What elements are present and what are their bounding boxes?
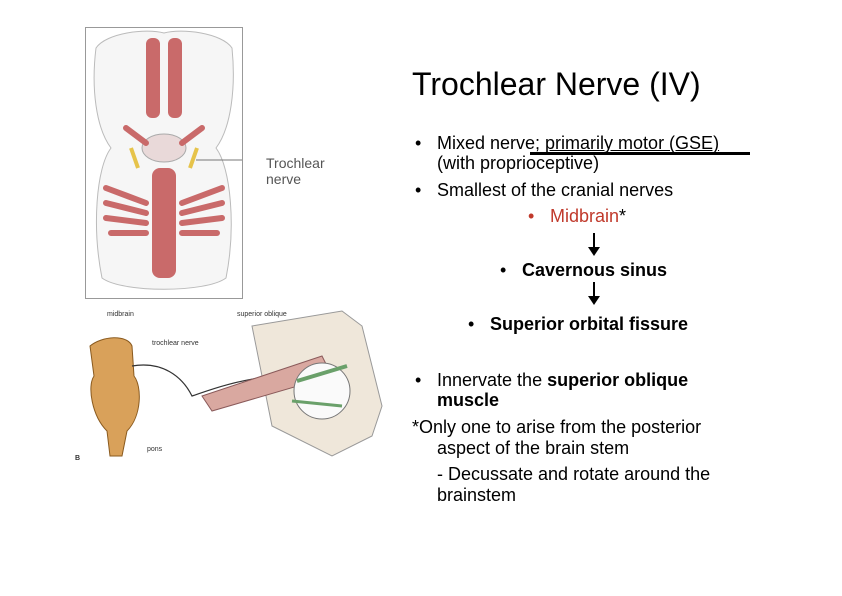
bullet-innervate-line2: muscle [437,389,499,411]
orbit-lateral-illustration [89,310,383,457]
bullet-innervate: • Innervate the superior oblique [415,369,688,391]
trochlear-label: Trochlear nerve [266,155,325,187]
path-cavernous-sinus: • Cavernous sinus [500,259,667,281]
bullet-mixed-prefix: Mixed nerve; [437,133,546,153]
arrow-down-icon [588,282,600,305]
trochlear-label-line1: Trochlear [266,155,325,171]
bullet-mixed-line2: (with proprioceptive) [437,153,600,173]
path-superior-orbital-fissure: • Superior orbital fissure [468,313,688,335]
brain-ventral-illustration [93,30,266,290]
trochlear-label-line2: nerve [266,171,302,187]
bullet-dot: • [415,133,422,153]
arrow-down-icon [588,233,600,256]
bullet-dot: • [528,206,535,226]
note-line3: - Decussate and rotate around the [437,464,711,484]
path-superior-text: Superior orbital fissure [490,314,689,334]
bullet-dot: • [415,180,422,200]
note-line4: brainstem [437,485,517,505]
label-midbrain: midbrain [107,311,134,318]
label-superior-oblique: superior oblique [237,311,287,318]
orbit-lateral-figure: midbrain superior oblique trochlear nerv… [72,306,392,466]
brain-ventral-figure [85,27,266,299]
bullet-innervate-muscle: muscle [437,390,500,410]
bullet-smallest: • Smallest of the cranial nerves [415,179,673,201]
path-midbrain-text: Midbrain [550,206,620,226]
slide-title: Trochlear Nerve (IV) [412,66,701,102]
path-cavernous-text: Cavernous sinus [522,260,668,280]
note-line1: *Only one to arise from the posterior [412,417,702,437]
bullet-innervate-prefix: Innervate the [437,370,548,390]
bullet-dot: • [468,314,475,334]
label-pons: pons [147,446,163,453]
bullet-mixed-nerve: • Mixed nerve; primarily motor (GSE) [415,132,719,154]
underline-bar [530,152,750,155]
bullet-primarily-motor: primarily motor (GSE) [545,133,720,153]
label-trochlear-nerve: trochlear nerve [152,340,199,347]
bullet-smallest-text: Smallest of the cranial nerves [437,180,674,200]
note-line2: aspect of the brain stem [437,438,630,458]
label-b: B [75,455,81,462]
bullet-dot: • [500,260,507,280]
bullet-dot: • [415,370,422,390]
path-midbrain-asterisk: * [619,206,627,226]
bullet-innervate-bold: superior oblique [547,370,689,390]
path-midbrain: • Midbrain* [528,205,626,227]
